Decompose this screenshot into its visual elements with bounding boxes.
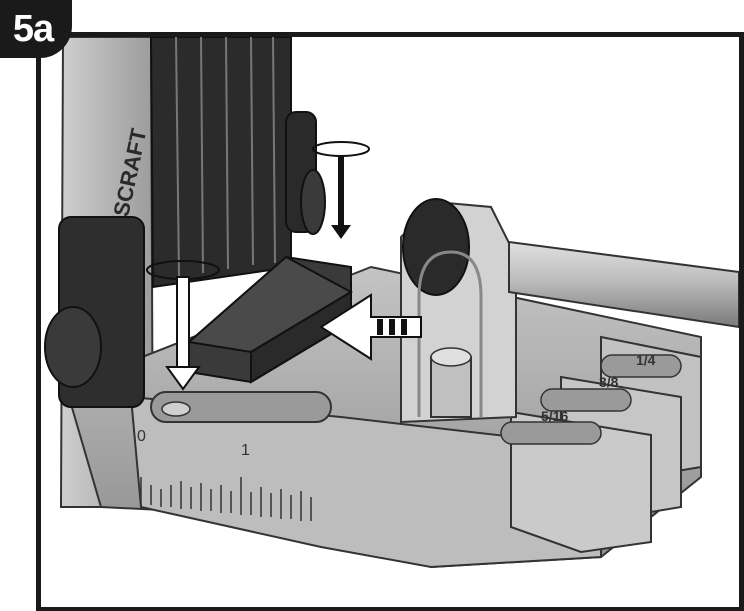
bushing-label-five-sixteenths: 5/16 [541, 408, 568, 424]
drill-guide-drawing: ESCRAFT [44, 37, 739, 569]
scale-label-one: 1 [241, 442, 250, 459]
scale-label-zero: 0 [137, 428, 146, 445]
bushing-label-three-eighths: 3/8 [599, 374, 619, 390]
rear-knob [285, 111, 326, 235]
block-clamp [186, 255, 354, 384]
rotate-down-arrow-left [146, 260, 220, 391]
rod-assembly [400, 198, 739, 424]
bushing-label-quarter: 1/4 [636, 352, 656, 368]
scale-ruler: 0 1 [137, 428, 312, 521]
illustration-frame: ESCRAFT [36, 32, 744, 611]
bushing-tabs: 1/4 3/8 5/16 [500, 335, 702, 554]
push-arrow [319, 293, 422, 361]
rotate-down-arrow-right [312, 141, 370, 239]
front-knob [44, 216, 145, 408]
step-badge: 5a [0, 0, 72, 58]
